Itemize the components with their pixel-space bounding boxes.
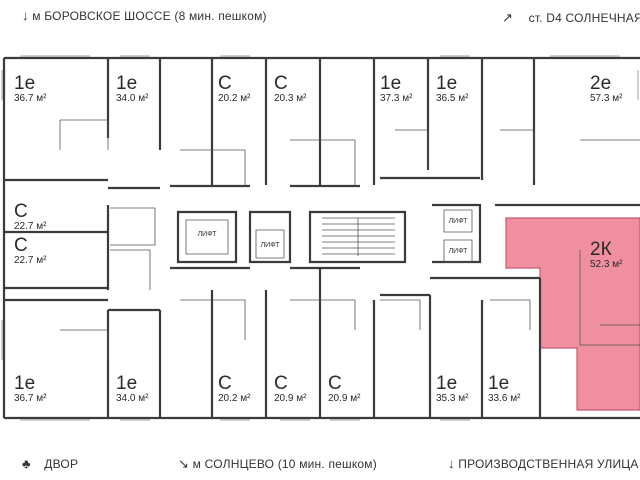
lift-label: ЛИФТ [197,231,217,238]
lift-label: ЛИФТ [448,218,468,225]
tree-icon: ♣ [22,456,31,471]
unit-label-highlighted[interactable]: 2К 52.3 м² [590,239,623,270]
unit-label[interactable]: 1е 34.0 м² [116,373,149,404]
unit-label[interactable]: 1е 33.6 м² [488,373,521,404]
unit-label[interactable]: 1е 34.0 м² [116,73,149,104]
bottom-center-label: ↘ м СОЛНЦЕВО (10 мин. пешком) [178,456,377,471]
unit-label[interactable]: С 20.9 м² [274,373,307,404]
diagonal-arrow-icon: ↘ [178,456,190,471]
unit-label[interactable]: С 22.7 м² [14,201,47,232]
unit-label[interactable]: С 20.2 м² [218,373,251,404]
top-left-label: ↓ м БОРОВСКОЕ ШОССЕ (8 мин. пешком) [22,8,267,23]
top-right-label: ↗ ст. D4 СОЛНЕЧНАЯ [502,10,640,25]
diagonal-arrow-icon: ↗ [502,10,514,25]
lift-label: ЛИФТ [448,248,468,255]
unit-label[interactable]: 1е 35.3 м² [436,373,469,404]
down-arrow-icon: ↓ [22,8,29,23]
unit-label[interactable]: С 20.2 м² [218,73,251,104]
highlighted-unit-shape [505,217,640,411]
unit-label[interactable]: С 22.7 м² [14,235,47,266]
unit-label[interactable]: 1е 36.7 м² [14,373,47,404]
unit-label[interactable]: 2е 57.3 м² [590,73,623,104]
unit-label[interactable]: 1е 37.3 м² [380,73,413,104]
bottom-left-label: ♣ ДВОР [22,456,79,471]
down-arrow-icon: ↓ [448,456,455,471]
unit-label[interactable]: С 20.9 м² [328,373,361,404]
unit-label[interactable]: 1е 36.7 м² [14,73,47,104]
lift-label: ЛИФТ [260,242,280,249]
unit-label[interactable]: С 20.3 м² [274,73,307,104]
bottom-right-label: ↓ ПРОИЗВОДСТВЕННАЯ УЛИЦА [448,456,639,471]
unit-label[interactable]: 1е 36.5 м² [436,73,469,104]
